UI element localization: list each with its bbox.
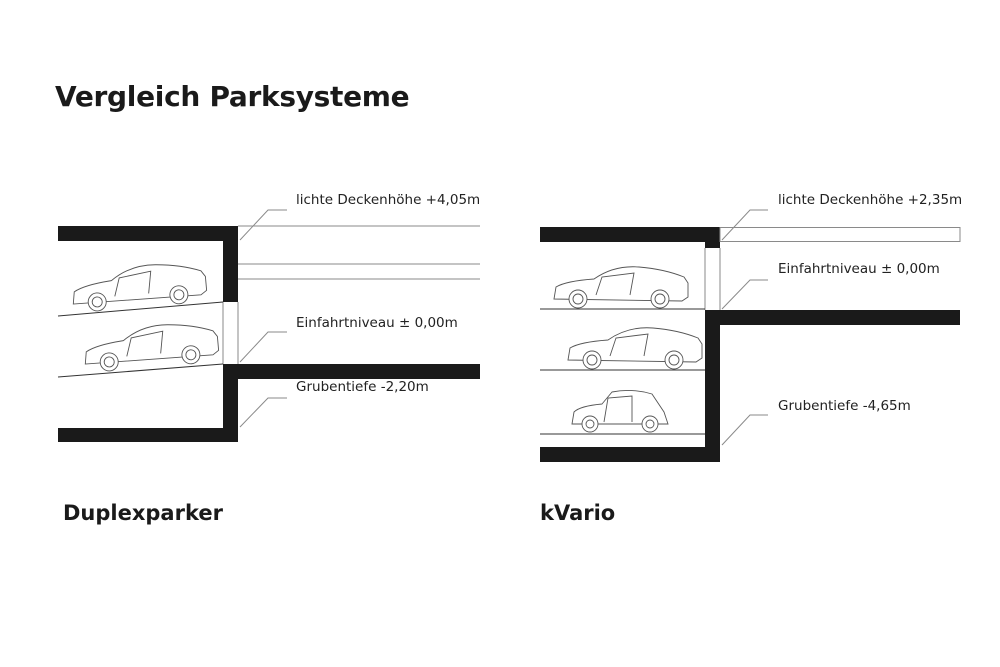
duplex-ceiling-label: lichte Deckenhöhe +4,05m xyxy=(296,192,481,208)
ceiling-slab xyxy=(58,226,238,241)
car-icon xyxy=(84,324,220,372)
duplex-pit-label: Grubentiefe -2,20m xyxy=(296,379,429,395)
leader-line-ceiling xyxy=(721,209,768,241)
duplexparker-lines xyxy=(57,209,480,428)
leader-line-entry xyxy=(239,331,287,363)
leader-line-ceiling xyxy=(239,209,287,241)
leader-line-pit xyxy=(721,414,768,446)
kvario-lines xyxy=(540,209,961,446)
wall xyxy=(705,310,720,462)
ceiling-slab xyxy=(540,227,720,242)
upper-wall xyxy=(223,226,238,302)
pit-floor-slab xyxy=(540,447,720,462)
kvario-pit-label: Grubentiefe -4,65m xyxy=(778,398,911,414)
ground-slab xyxy=(238,364,480,379)
car-icon xyxy=(571,389,669,433)
kvario-heading: kVario xyxy=(540,501,616,525)
duplexparker-heading: Duplexparker xyxy=(63,501,223,525)
wall-top xyxy=(705,227,720,248)
leader-line-entry xyxy=(721,279,768,310)
page-title: Vergleich Parksysteme xyxy=(55,80,410,113)
kvario-entry-label: Einfahrtniveau ± 0,00m xyxy=(778,261,940,277)
lower-platform xyxy=(57,363,224,378)
ceiling-outline xyxy=(719,227,961,242)
lower-wall xyxy=(223,364,238,442)
duplex-entry-label: Einfahrtniveau ± 0,00m xyxy=(296,315,458,331)
leader-line-pit xyxy=(239,397,287,428)
ground-slab xyxy=(720,310,960,325)
car-icon xyxy=(72,264,208,312)
duplexparker-section xyxy=(58,226,480,442)
pit-floor-slab xyxy=(58,428,238,442)
car-icon xyxy=(567,327,703,370)
car-icon xyxy=(553,266,689,309)
cars xyxy=(72,264,703,433)
kvario-ceiling-label: lichte Deckenhöhe +2,35m xyxy=(778,192,963,208)
upper-platform xyxy=(57,301,224,317)
kvario-section xyxy=(540,227,960,462)
